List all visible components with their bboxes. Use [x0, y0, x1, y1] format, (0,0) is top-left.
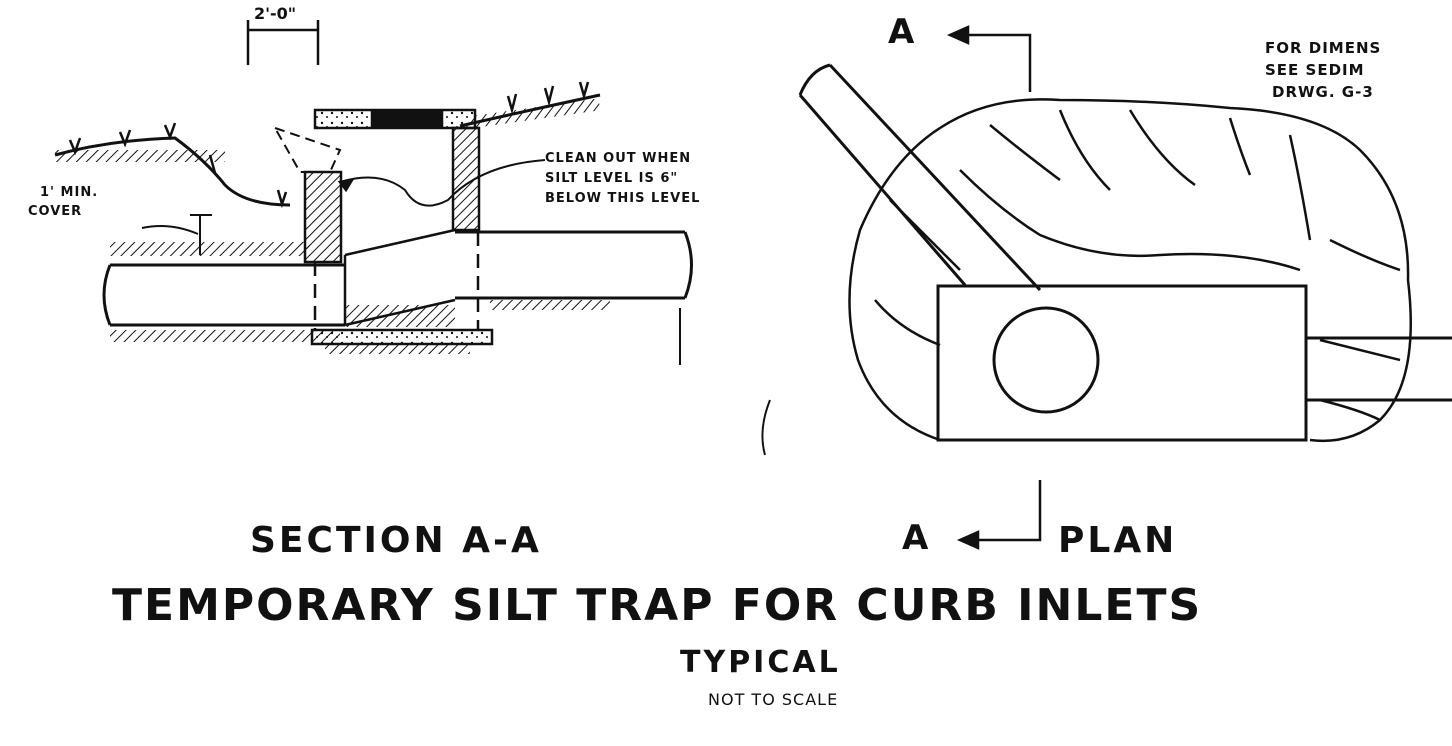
section-marker-bottom: A — [902, 518, 932, 558]
scale-note: NOT TO SCALE — [708, 690, 839, 709]
section-a-a-drawing — [54, 20, 693, 365]
drawing-subtitle: TYPICAL — [680, 645, 841, 680]
section-marker-top: A — [888, 12, 918, 52]
section-title: SECTION A-A — [250, 520, 542, 561]
dimensions-note-line3: DRWG. G-3 — [1272, 83, 1374, 101]
drawing-title: TEMPORARY SILT TRAP FOR CURB INLETS — [112, 580, 1203, 631]
cover-label-line2: COVER — [28, 204, 83, 219]
plan-drawing — [761, 25, 1452, 550]
dimension-label: 2'-0" — [254, 4, 297, 23]
cleanout-note-line1: CLEAN OUT WHEN — [545, 151, 692, 166]
dimensions-note-line2: SEE SEDIM — [1265, 61, 1365, 79]
plan-title: PLAN — [1058, 520, 1178, 561]
cleanout-note-line3: BELOW THIS LEVEL — [545, 191, 701, 206]
cleanout-note-line2: SILT LEVEL IS 6" — [545, 171, 679, 186]
dimensions-note-line1: FOR DIMENS — [1265, 39, 1382, 57]
cover-label-line1: 1' MIN. — [40, 185, 99, 200]
